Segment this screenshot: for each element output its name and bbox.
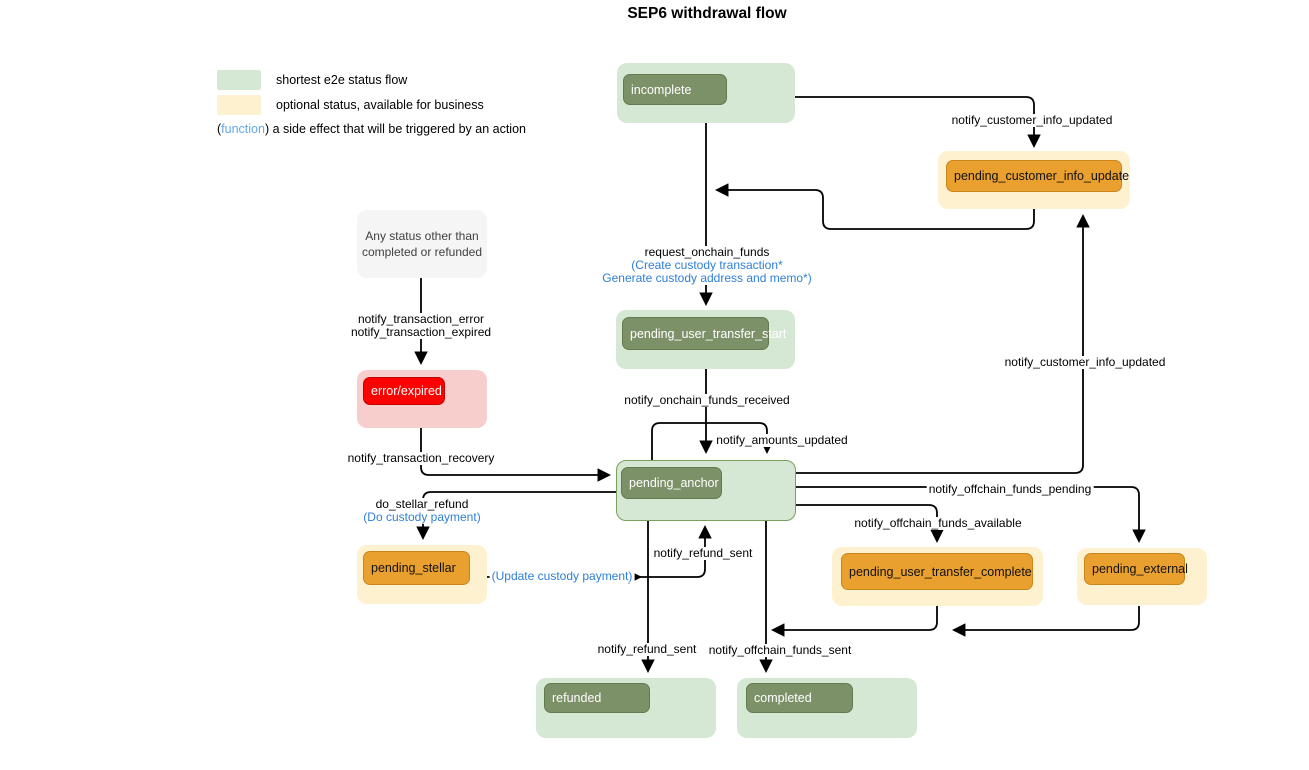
edge-label-notify-customer-info-updated-right: notify_customer_info_updated (1002, 355, 1168, 369)
edge-panchor-to-pexternal (795, 486, 1146, 544)
node-incomplete-label: incomplete (631, 82, 692, 97)
legend-label-green: shortest e2e status flow (276, 73, 408, 87)
node-pending-external-label: pending_external (1092, 562, 1188, 576)
node-refunded-box: refunded (544, 683, 650, 713)
node-pending-anchor-box: pending_anchor (621, 467, 722, 499)
node-pending-external: pending_external (1077, 548, 1207, 605)
node-pending-anchor: pending_anchor (616, 460, 796, 521)
node-completed: completed (737, 678, 917, 738)
node-pending-external-box: pending_external (1084, 553, 1188, 585)
node-pending-stellar: pending_stellar (357, 545, 487, 604)
edge-panchor-to-putc (795, 504, 944, 544)
node-incomplete-box: incomplete (623, 74, 727, 105)
edge-label-notify-offchain-funds-pending: notify_offchain_funds_pending (926, 482, 1094, 496)
edge-pcu-return-to-mainline (714, 183, 1035, 230)
node-incomplete: incomplete (617, 63, 795, 123)
edge-label-notify-refund-sent-down: notify_refund_sent (595, 642, 699, 656)
edge-label-notify-refund-sent-up: notify_refund_sent (651, 546, 755, 560)
edge-label-do-stellar-refund: do_stellar_refund (373, 497, 471, 511)
legend-fn-desc: a side effect that will be triggered by … (269, 122, 526, 136)
node-completed-label: completed (754, 691, 812, 705)
node-pending-stellar-box: pending_stellar (363, 551, 470, 585)
edge-label-notify-transaction-recovery: notify_transaction_recovery (345, 451, 497, 465)
node-error-expired-box: error/expired (363, 377, 445, 405)
any-status-note-line1: Any status other than (365, 229, 479, 243)
node-pending-user-transfer-complete-box: pending_user_transfer_complete (841, 553, 1033, 590)
node-pending-customer-info-update-box: pending_customer_info_update (946, 160, 1129, 192)
edge-pstellar-to-panchor (487, 524, 712, 578)
node-pending-user-transfer-start-label: pending_user_transfer_start (630, 326, 787, 341)
node-pending-customer-info-update: pending_customer_info_update (938, 151, 1130, 209)
edge-pexternal-to-merge (951, 606, 1140, 637)
node-completed-box: completed (746, 683, 853, 713)
edge-label-request-onchain-funds: request_onchain_funds (642, 245, 772, 259)
edge-label-notify-amounts-updated: notify_amounts_updated (714, 433, 850, 447)
node-any-status-note: Any status other than completed or refund… (357, 210, 487, 278)
edge-label-generate-custody-address: Generate custody address and memo*) (600, 271, 814, 285)
legend-swatch-yellow (217, 95, 261, 115)
legend-label-yellow: optional status, available for business (276, 98, 484, 112)
edge-label-do-custody-payment: (Do custody payment) (361, 510, 483, 524)
edge-putc-to-completed-line (770, 606, 938, 637)
node-pending-user-transfer-complete: pending_user_transfer_complete (832, 547, 1043, 606)
edge-label-notify-transaction-error: notify_transaction_error (355, 312, 487, 326)
edge-incomplete-to-pcu (795, 96, 1041, 149)
edge-panchor-to-pcu-right (795, 213, 1090, 474)
legend-swatch-green (217, 70, 261, 90)
edge-label-notify-customer-info-updated-top: notify_customer_info_updated (949, 113, 1115, 127)
any-status-note-line2: completed or refunded (361, 245, 483, 259)
diagram-title: SEP6 withdrawal flow (627, 5, 787, 22)
legend-fn-close: ) (264, 122, 270, 136)
legend-fn-open: ( (217, 122, 222, 136)
node-pending-user-transfer-complete-label: pending_user_transfer_complete (849, 564, 1032, 579)
edge-label-update-custody-payment: (Update custody payment) (489, 569, 635, 583)
node-pending-stellar-label: pending_stellar (371, 561, 456, 575)
edge-panchor-self-loop (651, 422, 774, 460)
edge-label-notify-offchain-funds-sent: notify_offchain_funds_sent (706, 643, 854, 657)
node-pending-user-transfer-start-box: pending_user_transfer_start (622, 317, 786, 350)
node-error-expired-label: error/expired (371, 384, 442, 398)
edge-error-to-panchor (420, 428, 612, 482)
node-pending-customer-info-update-label: pending_customer_info_update (954, 169, 1130, 183)
node-pending-anchor-label: pending_anchor (629, 476, 719, 490)
edge-label-notify-offchain-funds-available: notify_offchain_funds_available (852, 516, 1024, 530)
node-refunded-label: refunded (552, 691, 602, 705)
node-error-expired: error/expired (357, 370, 487, 428)
legend-fn-word: function (221, 122, 265, 136)
edge-label-notify-transaction-expired: notify_transaction_expired (348, 325, 494, 339)
edge-label-create-custody-transaction: (Create custody transaction* (629, 258, 785, 272)
node-pending-user-transfer-start: pending_user_transfer_start (616, 310, 795, 369)
legend-function-note: (function) a side effect that will be tr… (217, 122, 526, 136)
node-refunded: refunded (536, 678, 716, 738)
edge-label-notify-onchain-funds-received: notify_onchain_funds_received (622, 393, 792, 407)
